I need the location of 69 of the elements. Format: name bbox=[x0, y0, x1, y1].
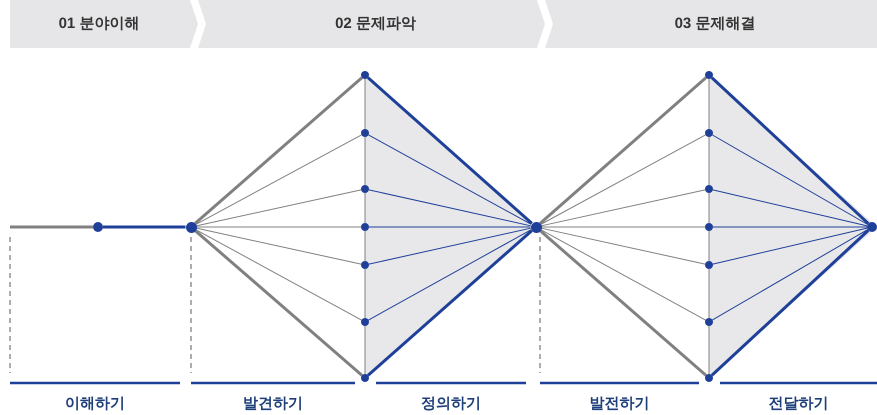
junction-dot bbox=[186, 222, 196, 232]
connector-line bbox=[195, 229, 362, 321]
connector-line bbox=[708, 326, 710, 374]
connector-line bbox=[364, 136, 366, 186]
connector-line bbox=[367, 230, 533, 376]
chevron-banner bbox=[545, 0, 877, 48]
connector-line bbox=[368, 189, 532, 226]
connector-line bbox=[539, 229, 707, 376]
connector-line bbox=[364, 78, 366, 130]
stage-label: 발전하기 bbox=[590, 394, 650, 413]
connector-line bbox=[710, 76, 870, 225]
stage-label: 정의하기 bbox=[421, 394, 481, 413]
chevron-banner bbox=[198, 0, 545, 48]
connector-line bbox=[196, 189, 362, 226]
connector-line bbox=[712, 189, 868, 226]
junction-dot bbox=[705, 185, 713, 193]
connector-line bbox=[540, 229, 706, 321]
connector-line bbox=[708, 192, 710, 224]
junction-dot bbox=[93, 222, 103, 232]
junction-dot bbox=[361, 374, 369, 382]
junction-dot bbox=[867, 222, 877, 232]
connector-line bbox=[368, 228, 532, 265]
connector-line bbox=[712, 228, 868, 265]
connector-line bbox=[194, 76, 363, 225]
junction-dot bbox=[361, 223, 369, 231]
stage-label: 전달하기 bbox=[768, 394, 828, 413]
connector-line bbox=[708, 268, 710, 318]
connector-line bbox=[367, 76, 533, 224]
connector-line bbox=[368, 226, 531, 228]
connector-line bbox=[540, 189, 706, 226]
connector-line bbox=[708, 230, 710, 262]
connector-line bbox=[712, 229, 868, 320]
connector-line bbox=[103, 226, 186, 228]
junction-dot bbox=[705, 129, 713, 137]
connector-line bbox=[539, 76, 707, 224]
connector-line bbox=[364, 268, 366, 318]
stage-label: 이해하기 bbox=[65, 394, 125, 413]
connector-line bbox=[712, 226, 868, 228]
connector-line bbox=[196, 228, 362, 265]
connector-line bbox=[194, 229, 363, 377]
connector-line bbox=[541, 226, 706, 228]
connector-line bbox=[364, 192, 366, 224]
junction-dot bbox=[361, 71, 369, 79]
phase-title: 02 문제파악 bbox=[334, 14, 417, 33]
connector-line bbox=[708, 78, 710, 130]
connector-line bbox=[540, 134, 706, 225]
stage-label: 발견하기 bbox=[243, 394, 303, 413]
phase-title: 03 문제해결 bbox=[674, 14, 756, 33]
connector-line bbox=[364, 230, 366, 262]
connector-line bbox=[708, 136, 710, 186]
connector-line bbox=[195, 134, 362, 225]
connector-line bbox=[364, 326, 366, 374]
connector-line bbox=[196, 226, 362, 228]
connector-line bbox=[540, 228, 706, 265]
junction-dot bbox=[705, 374, 713, 382]
connector-line bbox=[368, 134, 532, 225]
junction-dot bbox=[705, 318, 713, 326]
junction-dot bbox=[361, 318, 369, 326]
junction-dot bbox=[361, 129, 369, 137]
junction-dot bbox=[705, 261, 713, 269]
connector-line bbox=[712, 134, 868, 225]
junction-dot bbox=[705, 71, 713, 79]
phase-title: 01 분야이해 bbox=[58, 14, 140, 33]
connector-line bbox=[710, 229, 870, 376]
connector-line bbox=[10, 226, 93, 228]
connector-line bbox=[368, 229, 532, 321]
junction-dot bbox=[705, 223, 713, 231]
junction-dot bbox=[361, 261, 369, 269]
junction-dot bbox=[361, 185, 369, 193]
